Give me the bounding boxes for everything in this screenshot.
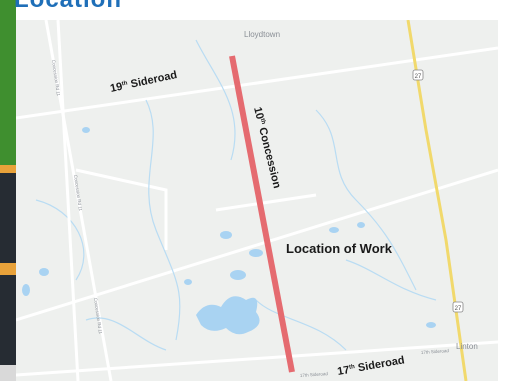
concession-rd-11-label: Concession Rd 11 — [51, 59, 61, 96]
strip-orange — [0, 165, 16, 173]
slide-heading: Location — [14, 0, 122, 14]
water-bodies — [22, 127, 436, 335]
map-view[interactable]: 27 27 Lloydtown Linton Concession Rd 11 … — [16, 20, 498, 381]
streams — [35, 39, 437, 351]
strip-orange-2 — [0, 263, 16, 275]
left-photo-strip — [0, 0, 16, 381]
concession-rd-11-road — [56, 20, 80, 381]
minor-roads — [16, 20, 498, 381]
strip-dark-2 — [0, 275, 16, 365]
work-road-10th-concession — [229, 55, 295, 373]
17th-sideroad-small-label-2: 17th Sideroad — [421, 348, 450, 355]
strip-green — [0, 0, 16, 165]
svg-text:27: 27 — [415, 74, 422, 80]
concession-rd-11-label-3: Concession Rd 11 — [93, 297, 103, 334]
town-label-lloydtown: Lloydtown — [244, 30, 280, 39]
highway-27-shield-north: 27 — [412, 69, 424, 81]
strip-light — [0, 365, 16, 381]
location-of-work-label: Location of Work — [286, 241, 393, 256]
town-label-linton: Linton — [456, 342, 478, 351]
17th-sideroad-small-label: 17th Sideroad — [300, 371, 329, 378]
highway-27-shield-south: 27 — [452, 301, 464, 313]
strip-dark — [0, 173, 16, 263]
svg-text:27: 27 — [455, 306, 462, 312]
concession-rd-11-label-2: Concession Rd 11 — [73, 174, 83, 211]
